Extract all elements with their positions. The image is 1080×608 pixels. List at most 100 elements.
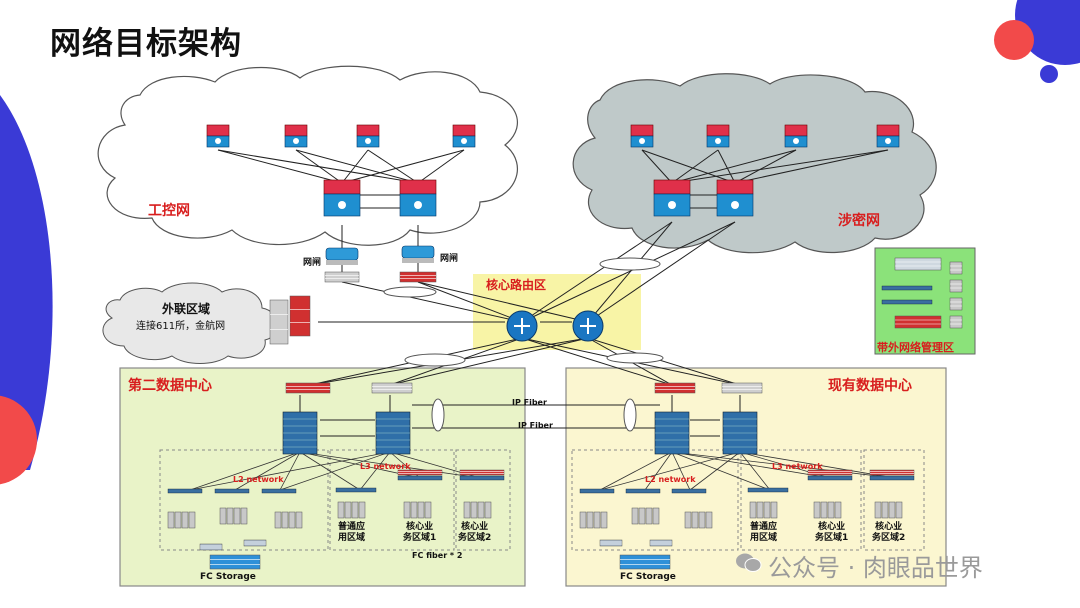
dce-san-switch-1 [599, 539, 623, 547]
dc2-core1-area: 核心业 务区域1 [403, 522, 437, 543]
oob-firewall [894, 315, 942, 329]
dc2-core2-area: 核心业 务区域2 [458, 522, 492, 543]
oob-top-switch [894, 257, 942, 271]
ics-gateway-1 [325, 247, 359, 265]
dc2-storage-label: FC Storage [200, 572, 256, 582]
classified-core-switch-1 [653, 179, 691, 217]
external-firewall-gray [269, 299, 289, 345]
network-links [217, 149, 889, 437]
dc2-fc-storage [209, 554, 261, 570]
dce-access-switch-3 [671, 488, 707, 494]
dce-server-rack-1 [579, 511, 608, 529]
oob-server-4 [949, 315, 963, 329]
dc2-general-switch [335, 487, 377, 493]
dce-fc-storage [619, 554, 671, 570]
dce-general-area: 普通应 用区域 [750, 522, 778, 543]
dce-subzones [571, 449, 925, 551]
ip-fiber-label-1: IP Fiber [512, 398, 547, 407]
gateway-label-right: 网闸 [440, 254, 459, 264]
classified-edge-switch-3 [784, 124, 808, 148]
dce-gray-firewall [721, 382, 763, 394]
ics-core-switch-2 [399, 179, 437, 217]
dce-access-switch-1 [579, 488, 615, 494]
dc2-general-area: 普通应 用区域 [338, 522, 366, 543]
external-zone-sub: 连接611所，金航网 [136, 321, 226, 332]
dc2-core2-fw [459, 469, 505, 476]
dc2-red-firewall [285, 382, 331, 394]
ip-fiber-label-2: IP Fiber [518, 421, 553, 430]
dc2-core1-fw [397, 469, 443, 476]
classified-core-switch-2 [716, 179, 754, 217]
oob-label: 带外网络管理区 [877, 341, 954, 354]
dce-l3-label: L3 network [772, 462, 823, 471]
ics-gateway-2 [401, 245, 435, 263]
oob-server-3 [949, 297, 963, 311]
oob-server-2 [949, 279, 963, 293]
core-router-2 [572, 310, 604, 342]
dc2-server-rack-2 [219, 507, 248, 525]
wechat-icon [736, 553, 762, 572]
link-ellipses [383, 257, 664, 432]
dce-core2-switch [869, 475, 915, 481]
ics-red-firewall [399, 271, 437, 283]
ics-edge-switch-3 [356, 124, 380, 148]
dce-core1-fw [807, 469, 853, 476]
dc2-l3-label: L3 network [360, 462, 411, 471]
dc2-gray-firewall [371, 382, 413, 394]
external-firewall-red [289, 295, 311, 337]
dc2-access-switch-2 [214, 488, 250, 494]
classified-net-label: 涉密网 [838, 213, 880, 229]
dc2-label: 第二数据中心 [128, 378, 212, 394]
dc2-core1-servers [403, 501, 432, 519]
page-title: 网络目标架构 [50, 26, 242, 62]
dce-core2-fw [869, 469, 915, 476]
dce-core1-switch [807, 475, 853, 481]
dce-server-rack-2 [631, 507, 660, 525]
dce-storage-label: FC Storage [620, 572, 676, 582]
external-zone-label: 外联区域 [162, 302, 211, 316]
dc2-core1-switch [397, 475, 443, 481]
external-cloud [102, 282, 280, 364]
device-group [167, 124, 963, 570]
dce-core-switch-1 [654, 411, 690, 455]
dc2-san-switch-2 [243, 539, 267, 547]
dce-red-firewall [654, 382, 696, 394]
ics-edge-switch-4 [452, 124, 476, 148]
dce-core2-servers [874, 501, 903, 519]
oob-server-1 [949, 261, 963, 275]
dc2-server-rack-1 [167, 511, 196, 529]
dc2-subzones [159, 449, 511, 551]
dc2-core-switch-2 [375, 411, 411, 455]
oob-switch-2 [881, 299, 933, 305]
dc2-core2-servers [463, 501, 492, 519]
dc2-access-switch-1 [167, 488, 203, 494]
dc2-server-rack-3 [274, 511, 303, 529]
ics-net-label: 工控网 [148, 203, 190, 219]
fc-fiber-label: FC fiber * 2 [412, 551, 463, 560]
classified-edge-switch-1 [630, 124, 654, 148]
dce-server-rack-3 [684, 511, 713, 529]
classified-edge-switch-4 [876, 124, 900, 148]
dc2-core2-switch [459, 475, 505, 481]
dce-l2-label: L2 network [645, 475, 696, 484]
core-routing-zone [473, 274, 641, 350]
watermark: 公众号 · 肉眼品世界 [768, 554, 983, 582]
topright-small-circle [1040, 65, 1058, 83]
dc-existing-label: 现有数据中心 [828, 378, 912, 394]
classified-edge-switch-2 [706, 124, 730, 148]
dce-general-servers [749, 501, 778, 519]
oob-switch-1 [881, 285, 933, 291]
topright-red-circle [994, 20, 1034, 60]
gateway-label-left: 网闸 [303, 258, 322, 268]
core-routing-label: 核心路由区 [486, 278, 547, 292]
ics-edge-switch-2 [284, 124, 308, 148]
classified-cloud [572, 73, 937, 254]
dc2-access-switch-3 [261, 488, 297, 494]
dce-general-switch [747, 487, 789, 493]
dce-core-switch-2 [722, 411, 758, 455]
dce-core1-servers [813, 501, 842, 519]
dc2-general-servers [337, 501, 366, 519]
core-router-1 [506, 310, 538, 342]
ics-core-switch-1 [323, 179, 361, 217]
dce-core2-area: 核心业 务区域2 [872, 522, 906, 543]
